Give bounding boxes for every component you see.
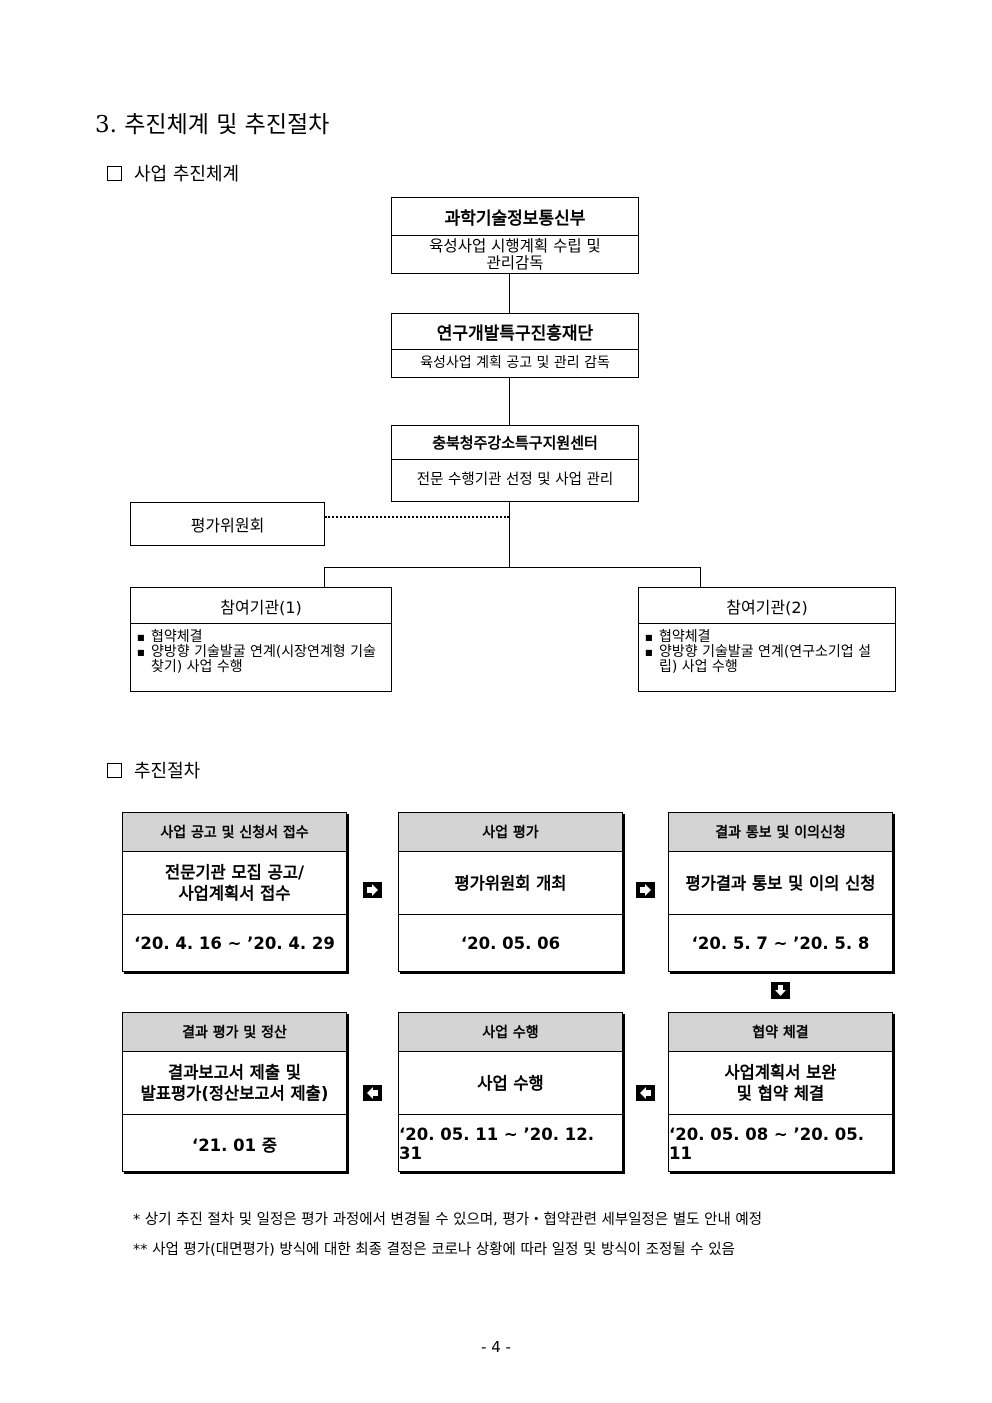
org-center-desc: 전문 수행기관 선정 및 사업 관리 [416, 471, 614, 488]
participant-2-item: 협약체결 [645, 630, 889, 646]
process-step-3: 결과 통보 및 이의신청 평가결과 통보 및 이의 신청 ‘20. 5. 7 ~… [668, 812, 893, 972]
process-step-title: 결과 평가 및 정산 [123, 1013, 346, 1052]
checkbox-square-icon [107, 763, 122, 778]
process-step-4: 협약 체결 사업계획서 보완 및 협약 체결 ‘20. 05. 08 ~ ’20… [668, 1012, 893, 1172]
org-participant-1: 참여기관(1) 협약체결 양방향 기술발굴 연계(시장연계형 기술 찾기) 사업… [130, 587, 392, 692]
process-step-title: 사업 평가 [399, 813, 622, 852]
subsection-process: 추진절차 [107, 757, 200, 783]
checkbox-square-icon [107, 166, 122, 181]
org-center-name: 충북청주강소특구지원센터 [392, 426, 638, 460]
process-step-title: 협약 체결 [669, 1013, 892, 1052]
arrow-right-icon [363, 882, 382, 898]
connector-line [509, 273, 510, 314]
subsection-org: 사업 추진체계 [107, 160, 239, 186]
process-step-main: 전문기관 모집 공고/ 사업계획서 접수 [123, 852, 346, 915]
org-ministry: 과학기술정보통신부 육성사업 시행계획 수립 및 관리감독 [391, 197, 639, 274]
process-step-date: ‘20. 5. 7 ~ ’20. 5. 8 [691, 934, 870, 953]
org-committee: 평가위원회 [130, 502, 325, 546]
org-ministry-desc: 육성사업 시행계획 수립 및 관리감독 [429, 237, 601, 272]
process-step-date: ‘21. 01 중 [191, 1135, 278, 1155]
subsection-org-label: 사업 추진체계 [134, 164, 240, 185]
page-number: - 4 - [481, 1338, 511, 1356]
process-step-title: 결과 통보 및 이의신청 [669, 813, 892, 852]
process-step-main: 결과보고서 제출 및 발표평가(정산보고서 제출) [123, 1052, 346, 1115]
arrow-down-icon [771, 982, 790, 999]
org-participant-2: 참여기관(2) 협약체결 양방향 기술발굴 연계(연구소기업 설립) 사업 수행 [638, 587, 896, 692]
process-step-2: 사업 평가 평가위원회 개최 ‘20. 05. 06 [398, 812, 623, 972]
participant-2-name: 참여기관(2) [639, 588, 895, 624]
org-ministry-name: 과학기술정보통신부 [392, 198, 638, 236]
process-step-main: 사업 수행 [399, 1052, 622, 1115]
connector-line [700, 567, 701, 587]
arrow-left-icon [636, 1085, 655, 1101]
process-step-date: ‘20. 05. 08 ~ ’20. 05. 11 [669, 1124, 864, 1163]
connector-line [509, 501, 510, 568]
process-step-1: 사업 공고 및 신청서 접수 전문기관 모집 공고/ 사업계획서 접수 ‘20.… [122, 812, 347, 972]
process-step-date: ‘20. 05. 11 ~ ’20. 12. 31 [399, 1124, 594, 1163]
participant-1-item: 협약체결 [137, 630, 385, 646]
process-step-title: 사업 공고 및 신청서 접수 [123, 813, 346, 852]
org-foundation-name: 연구개발특구진흥재단 [392, 314, 638, 350]
process-step-date: ‘20. 05. 06 [460, 934, 561, 953]
footnote-2: ** 사업 평가(대면평가) 방식에 대한 최종 결정은 코로나 상황에 따라 … [133, 1242, 735, 1258]
org-center: 충북청주강소특구지원센터 전문 수행기관 선정 및 사업 관리 [391, 425, 639, 502]
process-step-date: ‘20. 4. 16 ~ ’20. 4. 29 [134, 934, 335, 953]
process-step-main: 평가위원회 개최 [399, 852, 622, 915]
arrow-left-icon [363, 1085, 382, 1101]
participant-2-item: 양방향 기술발굴 연계(연구소기업 설립) 사업 수행 [645, 645, 889, 675]
arrow-right-icon [636, 882, 655, 898]
connector-line [324, 567, 701, 568]
subsection-process-label: 추진절차 [134, 761, 201, 782]
process-step-6: 결과 평가 및 정산 결과보고서 제출 및 발표평가(정산보고서 제출) ‘21… [122, 1012, 347, 1172]
participant-1-item: 양방향 기술발굴 연계(시장연계형 기술 찾기) 사업 수행 [137, 645, 385, 675]
org-foundation: 연구개발특구진흥재단 육성사업 계획 공고 및 관리 감독 [391, 313, 639, 378]
section-heading: 3. 추진체계 및 추진절차 [95, 112, 330, 138]
org-foundation-desc: 육성사업 계획 공고 및 관리 감독 [420, 355, 610, 372]
process-step-5: 사업 수행 사업 수행 ‘20. 05. 11 ~ ’20. 12. 31 [398, 1012, 623, 1172]
dotted-connector [325, 516, 509, 518]
participant-1-name: 참여기관(1) [131, 588, 391, 624]
process-step-main: 사업계획서 보완 및 협약 체결 [669, 1052, 892, 1115]
process-step-main: 평가결과 통보 및 이의 신청 [669, 852, 892, 915]
footnote-1: * 상기 추진 절차 및 일정은 평가 과정에서 변경될 수 있으며, 평가・협… [133, 1212, 763, 1228]
process-step-title: 사업 수행 [399, 1013, 622, 1052]
connector-line [509, 377, 510, 426]
connector-line [324, 567, 325, 587]
